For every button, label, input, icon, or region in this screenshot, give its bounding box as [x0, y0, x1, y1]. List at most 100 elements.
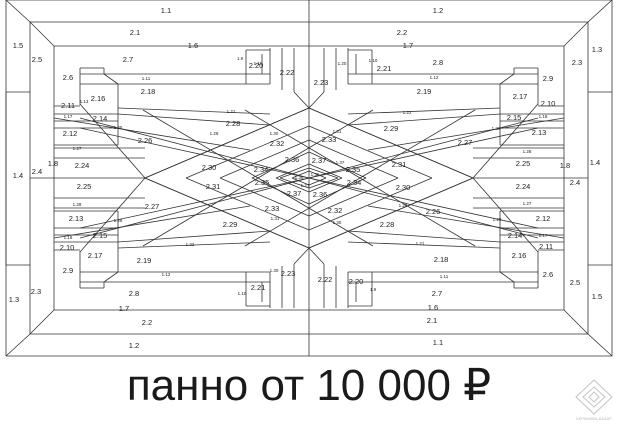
part-label: 2.16: [91, 94, 106, 103]
panel-line: [347, 241, 501, 249]
panel-line: [367, 205, 565, 239]
panel-line: [499, 73, 515, 85]
part-label: 1.36: [295, 175, 304, 180]
part-label: 1.9: [237, 56, 244, 61]
part-label: 1.10: [238, 291, 247, 296]
panel-line: [79, 117, 310, 179]
part-label: 1.9: [370, 287, 377, 292]
part-label: 2.24: [516, 182, 531, 191]
part-label: 2.4: [32, 167, 42, 176]
part-label: 1.18: [64, 235, 73, 240]
panel-line: [117, 107, 271, 115]
part-label: 2.22: [280, 68, 295, 77]
part-label: 2.27: [145, 202, 160, 211]
panel-line: [29, 21, 55, 47]
part-label: 2.20: [249, 61, 264, 70]
part-label: 2.34: [254, 165, 269, 174]
panel-line: [308, 177, 433, 231]
part-label: 1.30: [270, 131, 279, 136]
part-label: 1.27: [73, 146, 82, 151]
part-label: 2.28: [380, 220, 395, 229]
part-label: 2.2: [397, 28, 407, 37]
panel-line: [308, 177, 399, 217]
part-label: 2.17: [513, 92, 528, 101]
part-label: 2.37: [312, 156, 327, 165]
part-label: 1.30: [270, 268, 279, 273]
part-label: 2.6: [63, 73, 73, 82]
part-label: 2.13: [69, 214, 84, 223]
part-label: 2.36: [285, 155, 300, 164]
panel-line: [275, 177, 310, 193]
part-label: 1.30: [333, 220, 342, 225]
part-label: 2.26: [426, 207, 441, 216]
part-label: 2.36: [313, 190, 328, 199]
part-label: 1.3: [592, 45, 602, 54]
part-label: 1.28: [523, 149, 532, 154]
part-label: 1.6: [188, 41, 198, 50]
part-label: 1.2: [433, 6, 443, 15]
panel-line: [563, 309, 589, 335]
panel-line: [472, 103, 539, 179]
part-label: 1.13: [80, 99, 89, 104]
panel-line: [219, 139, 310, 179]
panel-line: [103, 73, 119, 85]
part-label: 1.28: [114, 218, 123, 223]
part-label: 1.10: [254, 61, 263, 66]
panel-line: [279, 177, 310, 189]
part-label: 2.18: [141, 87, 156, 96]
part-label: 2.7: [432, 289, 442, 298]
panel-line: [79, 103, 146, 179]
panel-line: [308, 139, 399, 179]
part-label: 2.30: [202, 163, 217, 172]
part-label: 1.21: [416, 241, 425, 246]
panel-line: [308, 177, 327, 186]
part-label: 1.5: [592, 292, 602, 301]
panel-line: [5, 0, 31, 23]
panel-line: [587, 333, 613, 357]
part-label: 1.27: [523, 201, 532, 206]
part-label: 2.18: [434, 255, 449, 264]
part-label: 2.32: [270, 139, 285, 148]
panel-line: [308, 170, 327, 179]
part-label: 1.29: [210, 131, 219, 136]
part-label: 1.26: [492, 126, 501, 131]
part-label: 2.9: [543, 74, 553, 83]
part-label: 2.27: [458, 138, 473, 147]
price-caption: панно от 10 000 ₽: [126, 361, 492, 410]
part-label: 2.2: [142, 318, 152, 327]
part-label: 2.1: [427, 316, 437, 325]
part-label: 1.11: [142, 76, 151, 81]
panel-line: [347, 230, 501, 243]
part-label: 2.8: [433, 58, 443, 67]
panel-line: [291, 177, 310, 186]
part-label: 2.23: [281, 269, 296, 278]
panel-line: [79, 177, 146, 253]
part-label: 1.29: [493, 217, 502, 222]
panel-line: [79, 177, 310, 229]
part-label: 1.37: [336, 160, 345, 165]
part-label: 2.19: [417, 87, 432, 96]
panel-line: [275, 163, 310, 179]
part-label: 2.4: [570, 178, 580, 187]
part-label: 2.11: [539, 242, 553, 251]
part-label: 2.26: [138, 136, 153, 145]
part-label: 1.35: [311, 172, 320, 177]
part-label: 2.35: [346, 165, 361, 174]
part-label: 2.16: [512, 251, 527, 260]
part-label: 1.29: [399, 203, 408, 208]
part-label: 1.22: [403, 110, 412, 115]
panel-line: [308, 177, 343, 193]
part-label: 2.3: [31, 287, 41, 296]
panel-line: [144, 107, 310, 179]
part-label: 2.11: [61, 101, 75, 110]
panel-line: [563, 21, 589, 47]
part-label: 2.28: [226, 119, 241, 128]
panel-line: [279, 167, 310, 179]
panel-line: [117, 241, 271, 249]
panel-line: [291, 170, 310, 179]
panel-line: [79, 127, 310, 179]
panel-line: [142, 109, 374, 247]
panel-line: [308, 247, 325, 265]
part-label: 2.7: [123, 55, 133, 64]
